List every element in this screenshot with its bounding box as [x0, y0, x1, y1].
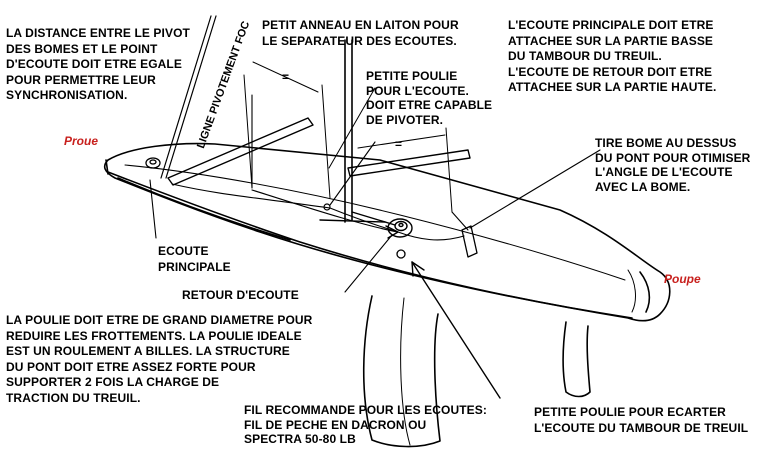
keel — [362, 295, 441, 448]
main-sheet-label: ECOUTE PRINCIPALE — [158, 244, 231, 274]
rudder — [562, 321, 591, 398]
spreader-pulley — [396, 249, 406, 259]
winch-drum — [387, 218, 413, 238]
boom-puller-post — [461, 225, 478, 258]
boom-puller-note: TIRE BOME AU DESSUS DU PONT POUR OTIMISE… — [595, 136, 751, 194]
jib-pivot-post — [160, 15, 217, 179]
bow-tip — [105, 159, 109, 175]
large-pulley-note: LA POULIE DOIT ETRE DE GRAND DIAMETRE PO… — [6, 313, 313, 405]
pivot-distance-note: LA DISTANCE ENTRE LE PIVOT DES BOMES ET … — [6, 26, 190, 102]
equal-mark-main: = — [395, 137, 403, 151]
stern-tag: Poupe — [664, 272, 701, 286]
bow-fitting — [145, 157, 161, 169]
bow-tag: Proue — [64, 134, 99, 148]
line-recommendation-note: FIL RECOMMANDE POUR LES ECOUTES: FIL DE … — [244, 403, 487, 446]
arrows — [319, 211, 501, 399]
leader-lines — [149, 94, 601, 293]
main-sheet-attach-note: L'ECOUTE PRINCIPALE DOIT ETRE ATTACHEE S… — [508, 18, 717, 94]
brass-ring-note: PETIT ANNEAU EN LAITON POUR LE SEPARATEU… — [262, 18, 459, 48]
mast — [344, 39, 353, 223]
jib-boom — [167, 117, 314, 186]
hull — [103, 142, 671, 322]
spreader-pulley-note: PETITE POULIE POUR ECARTER L'ECOUTE DU T… — [534, 405, 749, 435]
sheets — [171, 183, 469, 241]
return-sheet-label: RETOUR D'ECOUTE — [182, 288, 299, 302]
equal-mark-jib: = — [282, 70, 290, 84]
sheet-pulley — [323, 203, 331, 211]
small-pulley-note: PETITE POULIE POUR L'ECOUTE. DOIT ETRE C… — [366, 69, 493, 127]
main-boom — [347, 149, 471, 177]
